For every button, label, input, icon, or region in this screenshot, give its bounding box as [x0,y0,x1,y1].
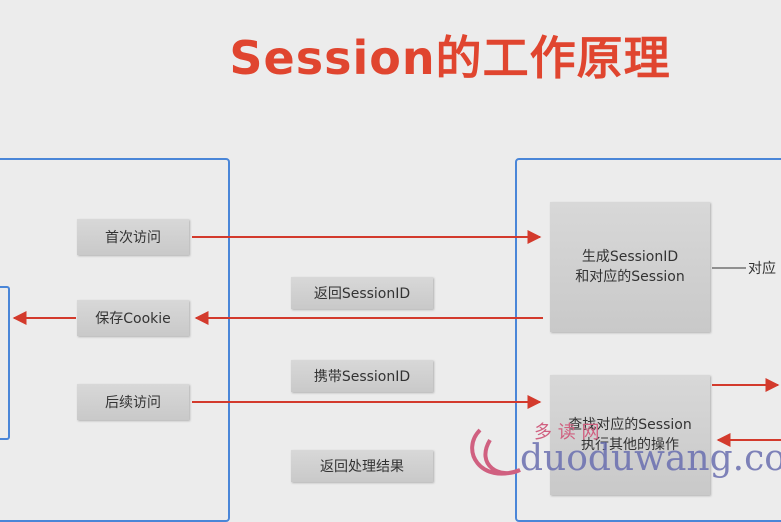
return-sessionid-label: 返回SessionID [291,277,433,309]
return-result-label: 返回处理结果 [291,450,433,482]
save-cookie-box: 保存Cookie [77,300,189,336]
watermark-en-text: duoduwang.com [520,438,781,479]
arrows-layer [12,230,781,447]
browser-panel-edge [0,286,10,440]
find-line-2: 执行其他的操作 [581,437,679,453]
side-note-text: 对应 [748,261,776,277]
generate-session-box: 生成SessionID 和对应的Session [550,202,710,332]
find-line-1: 查找对应的Session [568,417,692,433]
generate-line-1: 生成SessionID [581,249,679,265]
later-visit-box: 后续访问 [77,384,189,420]
watermark-logo-icon [470,428,521,476]
watermark-cn-text: 多 读 网 [534,422,600,443]
first-visit-box: 首次访问 [77,219,189,255]
find-session-box: 查找对应的Session 执行其他的操作 [550,375,710,495]
diagram-title: Session的工作原理 [229,31,671,85]
carry-sessionid-label: 携带SessionID [291,360,433,392]
generate-line-2: 和对应的Session [575,269,685,285]
